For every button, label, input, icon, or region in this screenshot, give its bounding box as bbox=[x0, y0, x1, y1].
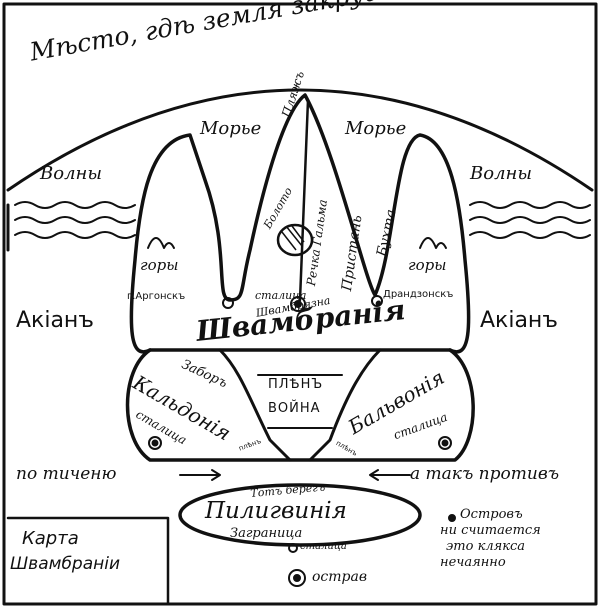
title-line-1: Карта bbox=[22, 528, 79, 549]
pilignvinia-label: Пилигвинія bbox=[205, 498, 347, 524]
drandzonsk-label: Драндзонскъ bbox=[383, 289, 454, 300]
title-line-2: Швамбраніи bbox=[10, 554, 121, 574]
earth-curve bbox=[6, 88, 594, 192]
captivity-label: ПЛѢНЪ bbox=[268, 377, 324, 392]
note-line-4: нечаянно bbox=[440, 555, 506, 570]
capital-label: сталица bbox=[255, 289, 307, 302]
balvonia-capital-icon bbox=[438, 436, 452, 450]
city-drandzonsk-icon bbox=[371, 295, 383, 307]
ocean-left-label: Акіанъ bbox=[16, 308, 94, 333]
pilignvinia-capital-icon bbox=[288, 543, 298, 553]
mountains-left-label: горы bbox=[140, 256, 179, 274]
city-argonsk-icon bbox=[222, 297, 234, 309]
capital-icon bbox=[290, 296, 306, 312]
note-line-1: Островъ bbox=[460, 507, 523, 522]
pilignvinia-capital-label: сталица bbox=[300, 541, 347, 552]
note-line-2: ни считается bbox=[440, 523, 541, 538]
current-right-label: а такъ противъ bbox=[410, 464, 560, 484]
current-left-label: по тиченю bbox=[16, 464, 117, 484]
argonsk-label: г.Аргонскъ bbox=[127, 291, 186, 302]
ocean-right-label: Акіанъ bbox=[480, 308, 558, 333]
blot-icon bbox=[448, 514, 456, 522]
sea-right-label: Морье bbox=[345, 118, 407, 139]
mountains-right-label: горы bbox=[408, 256, 447, 274]
waves-left-label: Волны bbox=[40, 163, 103, 184]
waves-right-label: Волны bbox=[470, 163, 533, 184]
kaldonia-capital-icon bbox=[148, 436, 162, 450]
war-label: ВОЙНА bbox=[268, 401, 321, 416]
abroad-label: Заграница bbox=[230, 526, 303, 541]
island-label: острав bbox=[312, 569, 368, 585]
island-icon bbox=[288, 569, 306, 587]
sea-left-label: Морье bbox=[200, 118, 262, 139]
note-line-3: это клякса bbox=[446, 539, 526, 554]
